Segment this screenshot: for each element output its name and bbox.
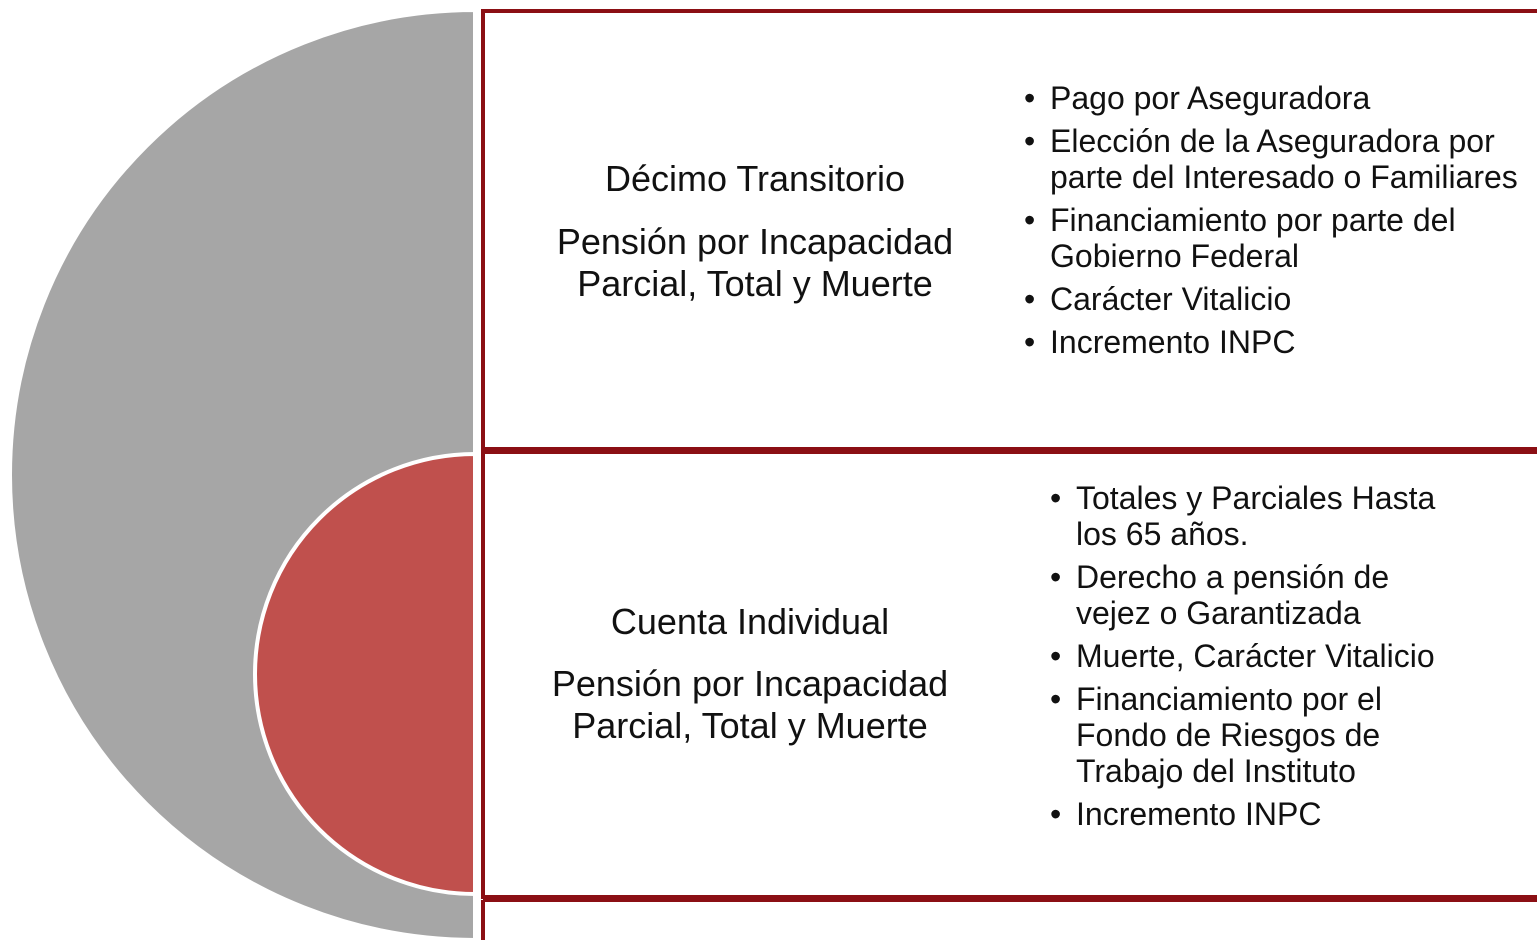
bullet-item: Incremento INPC	[1050, 796, 1450, 832]
bullet-item: Carácter Vitalicio	[1024, 281, 1529, 317]
bullet-item: Muerte, Carácter Vitalicio	[1050, 638, 1450, 674]
bullet-item: Incremento INPC	[1024, 324, 1529, 360]
bottom-panel-title: Cuenta Individual	[610, 601, 890, 642]
bottom-panel-frame	[481, 450, 1537, 899]
bottom-panel-bullets: Totales y Parciales Hasta los 65 años. D…	[1050, 480, 1450, 839]
top-panel-subtitle: Pensión por Incapacidad Parcial, Total y…	[556, 221, 954, 304]
bullet-item: Totales y Parciales Hasta los 65 años.	[1050, 480, 1450, 552]
top-panel-frame	[481, 9, 1537, 451]
bottom-panel-subtitle: Pensión por Incapacidad Parcial, Total y…	[551, 663, 949, 746]
top-panel-title: Décimo Transitorio	[604, 158, 906, 199]
top-panel-bullets: Pago por Aseguradora Elección de la Aseg…	[1024, 80, 1529, 367]
bullet-item: Pago por Aseguradora	[1024, 80, 1529, 116]
inner-red-circle	[253, 451, 477, 897]
bullet-item: Derecho a pensión de vejez o Garantizada	[1050, 559, 1450, 631]
bullet-item: Financiamiento por el Fondo de Riesgos d…	[1050, 681, 1450, 789]
bullet-item: Elección de la Aseguradora por parte del…	[1024, 123, 1529, 195]
bullet-item: Financiamiento por parte del Gobierno Fe…	[1024, 202, 1529, 274]
